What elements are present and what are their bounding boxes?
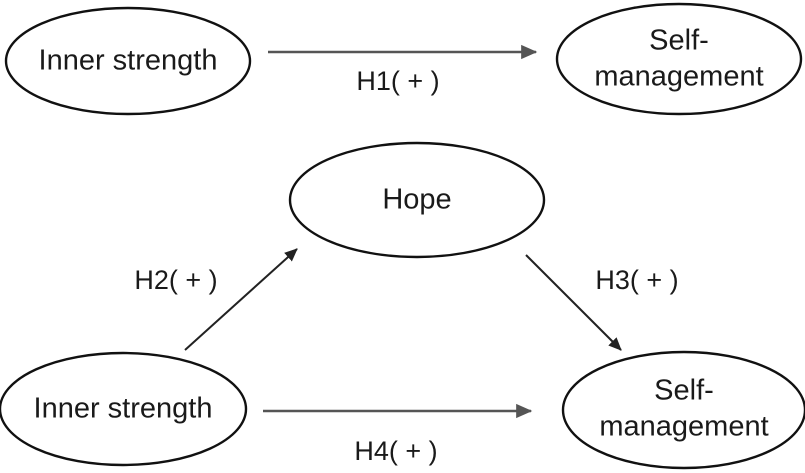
edge-line-h2 bbox=[184, 248, 298, 351]
ellipse-top-inner-strength bbox=[4, 6, 252, 116]
node-top-inner-strength[interactable]: Inner strength bbox=[4, 6, 252, 116]
node-top-self-management[interactable]: Self- management bbox=[555, 2, 803, 116]
edge-label-h2: H2( + ) bbox=[134, 265, 217, 295]
ellipse-hope bbox=[288, 141, 546, 259]
node-label-hope: Hope bbox=[382, 184, 451, 216]
node-hope[interactable]: Hope bbox=[288, 141, 546, 259]
ellipse-top-self-management bbox=[555, 2, 803, 116]
edge-label-h4: H4( + ) bbox=[354, 436, 437, 466]
node-label-top-self-management-line2: management bbox=[594, 61, 763, 93]
edge-line-h3 bbox=[525, 254, 622, 351]
node-label-top-inner-strength: Inner strength bbox=[39, 45, 218, 77]
edge-h2[interactable]: H2( + ) bbox=[134, 248, 298, 351]
ellipse-bottom-inner-strength bbox=[0, 351, 248, 467]
edge-label-h1: H1( + ) bbox=[356, 66, 439, 96]
node-bottom-inner-strength[interactable]: Inner strength bbox=[0, 351, 248, 467]
edge-h4[interactable]: H4( + ) bbox=[263, 403, 533, 466]
edge-label-h3: H3( + ) bbox=[595, 265, 678, 295]
ellipse-bottom-self-management bbox=[561, 350, 805, 470]
node-label-top-self-management-line1: Self- bbox=[649, 25, 709, 57]
node-label-bottom-self-management-line1: Self- bbox=[654, 375, 714, 407]
node-label-bottom-self-management-line2: management bbox=[599, 411, 768, 443]
edge-h3[interactable]: H3( + ) bbox=[525, 254, 679, 351]
node-bottom-self-management[interactable]: Self- management bbox=[561, 350, 805, 470]
node-label-bottom-inner-strength: Inner strength bbox=[34, 393, 213, 425]
edge-h1[interactable]: H1( + ) bbox=[268, 44, 538, 96]
